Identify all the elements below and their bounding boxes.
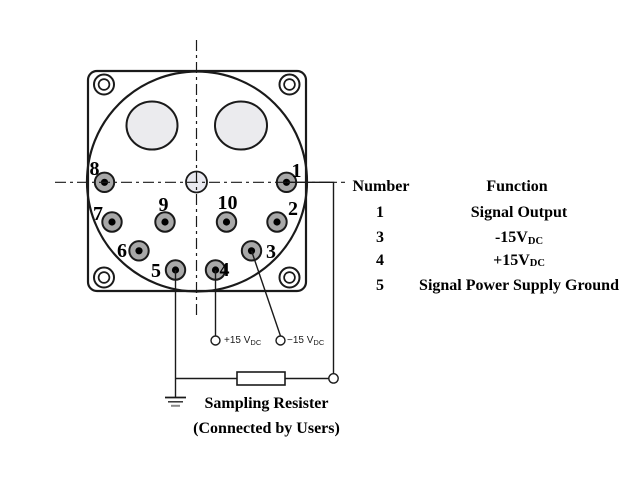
table-header-function: Function <box>486 177 548 195</box>
function-subscript: DC <box>529 258 545 269</box>
function-text: -15V <box>494 229 528 246</box>
pin-9 <box>154 211 176 233</box>
table-row-function: Signal Power Supply Ground <box>419 277 619 295</box>
table-row-number: 5 <box>376 276 384 294</box>
pin-label-10: 10 <box>217 192 238 214</box>
pin-10 <box>215 211 238 233</box>
pin-label-5: 5 <box>151 259 161 282</box>
wiring <box>165 181 339 407</box>
pin-label-6: 6 <box>117 240 127 262</box>
function-subscript: DC <box>527 235 544 247</box>
terminal-minus15-text: −15 V <box>287 334 314 346</box>
screw-hole-bottom-right <box>278 266 301 289</box>
screw-hole-top-left <box>93 73 115 96</box>
terminal-plus15-circle <box>210 335 221 346</box>
terminal-minus15-subscript: DC <box>313 338 325 347</box>
terminal-plus15-text: +15 V <box>224 334 251 346</box>
function-text: Signal Power Supply Ground <box>419 276 619 294</box>
pin-7 <box>101 211 123 233</box>
screw-hole-top-right <box>278 73 301 96</box>
pin-label-9: 9 <box>158 194 169 216</box>
function-text: +15V <box>493 251 530 269</box>
table-row-number: 4 <box>376 251 384 269</box>
table-row-number: 3 <box>376 229 384 246</box>
pin-2 <box>266 211 288 233</box>
pin-label-2: 2 <box>288 197 298 220</box>
caption-sampling-resistor: Sampling Resister <box>204 395 329 412</box>
keying-hole-right <box>214 100 268 151</box>
wire-pin1-signal-output <box>286 181 335 374</box>
sampling-resistor <box>236 371 286 386</box>
pin-6 <box>128 240 150 262</box>
ground-icon <box>165 378 186 407</box>
screw-hole-bottom-left <box>93 266 115 289</box>
caption-connected-by-users: (Connected by Users) <box>193 420 340 437</box>
keying-hole-left <box>125 100 179 151</box>
pin-label-7: 7 <box>93 203 103 225</box>
function-text: Signal Output <box>470 203 568 221</box>
pin-label-8: 8 <box>89 158 100 180</box>
centerlines <box>55 40 345 319</box>
terminal-minus15-circle <box>275 335 286 346</box>
pin-label-3: 3 <box>266 241 276 263</box>
pin-label-4: 4 <box>219 259 230 281</box>
pin-label-1: 1 <box>291 160 302 182</box>
table-row-number: 1 <box>376 203 384 221</box>
terminal-plus15-subscript: DC <box>250 338 262 347</box>
wire-pin3-minus15 <box>250 250 282 337</box>
table-header-number: Number <box>352 177 410 195</box>
table-row-function: Signal Output <box>471 204 567 222</box>
terminal-output-circle <box>328 372 339 384</box>
